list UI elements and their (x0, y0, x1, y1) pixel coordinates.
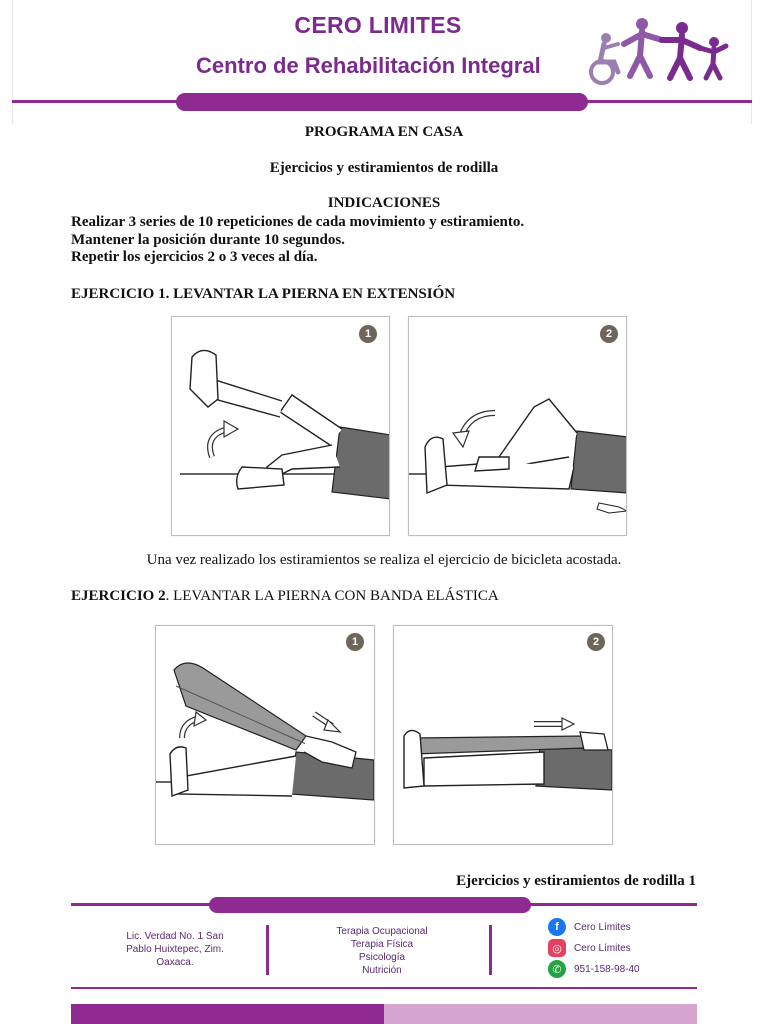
service-1: Terapia Ocupacional (336, 926, 428, 937)
exercise-2-heading-bold: EJERCICIO 2 (71, 588, 166, 604)
indications-heading: INDICACIONES (327, 195, 441, 211)
footer-divider-bottom (71, 987, 697, 989)
exercise-2-heading-rest: . LEVANTAR LA PIERNA CON BANDA ELÁSTICA (165, 588, 499, 604)
footer-accent-bar (209, 897, 531, 913)
whatsapp-link[interactable]: ✆ 951-158-98-40 (548, 960, 640, 978)
program-title: PROGRAMA EN CASA (304, 124, 464, 140)
address-line-3: Oaxaca. (156, 957, 194, 968)
service-2: Terapia Física (350, 939, 414, 950)
footer-services: Terapia Ocupacional Terapia Física Psico… (300, 925, 464, 977)
step-badge-1: 1 (346, 633, 364, 651)
step-badge-2: 2 (600, 325, 618, 343)
header-accent-bar (176, 93, 588, 111)
footer-bar-light (384, 1004, 697, 1024)
header (12, 0, 752, 124)
brand-subtitle: Centro de Rehabilitación Integral (196, 53, 541, 78)
step-badge-2: 2 (587, 633, 605, 651)
facebook-icon: f (548, 918, 566, 936)
instagram-label: Cero Límites (574, 942, 631, 954)
exercise-2-step-2-illustration: 2 (393, 625, 613, 845)
indication-line-2: Mantener la posición durante 10 segundos… (71, 232, 345, 248)
whatsapp-icon: ✆ (548, 960, 566, 978)
footer-address: Lic. Verdad No. 1 San Pablo Huixtepec, Z… (100, 930, 250, 969)
whatsapp-label: 951-158-98-40 (574, 963, 640, 975)
facebook-link[interactable]: f Cero Límites (548, 918, 631, 936)
facebook-label: Cero Límites (574, 921, 631, 933)
indication-line-1: Realizar 3 series de 10 repeticiones de … (71, 214, 525, 230)
address-line-2: Pablo Huixtepec, Zim. (126, 944, 224, 955)
footer-separator-2 (489, 925, 492, 975)
exercise-2-heading: EJERCICIO 2. LEVANTAR LA PIERNA CON BAND… (71, 588, 499, 605)
document-title: Ejercicios y estiramientos de rodilla (269, 160, 499, 176)
step-badge-1: 1 (359, 325, 377, 343)
exercise-1-step-2-illustration: 2 (408, 316, 627, 536)
exercise-2-step-1-illustration: 1 (155, 625, 375, 845)
indication-line-3: Repetir los ejercicios 2 o 3 veces al dí… (71, 249, 318, 265)
logo-figures-icon (589, 18, 729, 85)
footer-page-ref: Ejercicios y estiramientos de rodilla 1 (456, 873, 696, 889)
instagram-icon: ◎ (548, 939, 566, 957)
address-line-1: Lic. Verdad No. 1 San (126, 931, 224, 942)
service-3: Psicología (358, 952, 406, 963)
exercise-1-step-1-illustration: 1 (171, 316, 390, 536)
exercise-1-note: Una vez realizado los estiramientos se r… (146, 552, 622, 568)
footer-bar-dark (71, 1004, 384, 1024)
service-4: Nutrición (362, 965, 402, 976)
exercise-1-heading: EJERCICIO 1. LEVANTAR LA PIERNA EN EXTEN… (71, 286, 456, 302)
brand-title: CERO LIMITES (294, 12, 462, 38)
instagram-link[interactable]: ◎ Cero Límites (548, 939, 631, 957)
footer-separator-1 (266, 925, 269, 975)
